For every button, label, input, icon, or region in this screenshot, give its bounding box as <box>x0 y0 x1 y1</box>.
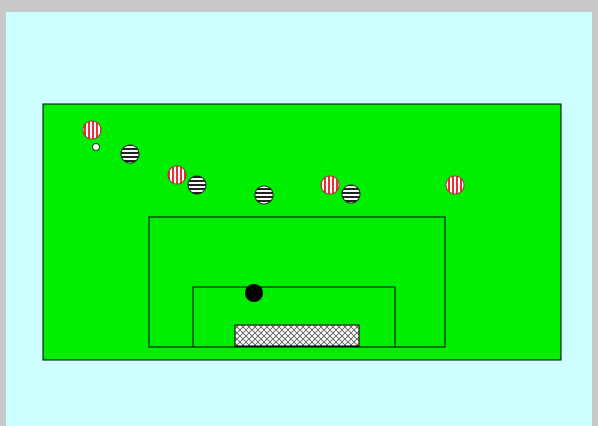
player-attacker-1-marker <box>93 144 100 151</box>
player-attacker-3[interactable] <box>321 176 339 194</box>
player-defender-2[interactable] <box>188 176 206 194</box>
goal-net <box>235 325 359 346</box>
player-defender-3[interactable] <box>255 186 273 204</box>
player-attacker-4[interactable] <box>446 176 464 194</box>
pitch <box>43 104 561 360</box>
player-defender-1[interactable] <box>121 145 139 163</box>
ball[interactable] <box>245 284 263 302</box>
player-attacker-2[interactable] <box>168 166 186 184</box>
player-attacker-1[interactable] <box>83 121 101 139</box>
player-defender-4[interactable] <box>342 185 360 203</box>
